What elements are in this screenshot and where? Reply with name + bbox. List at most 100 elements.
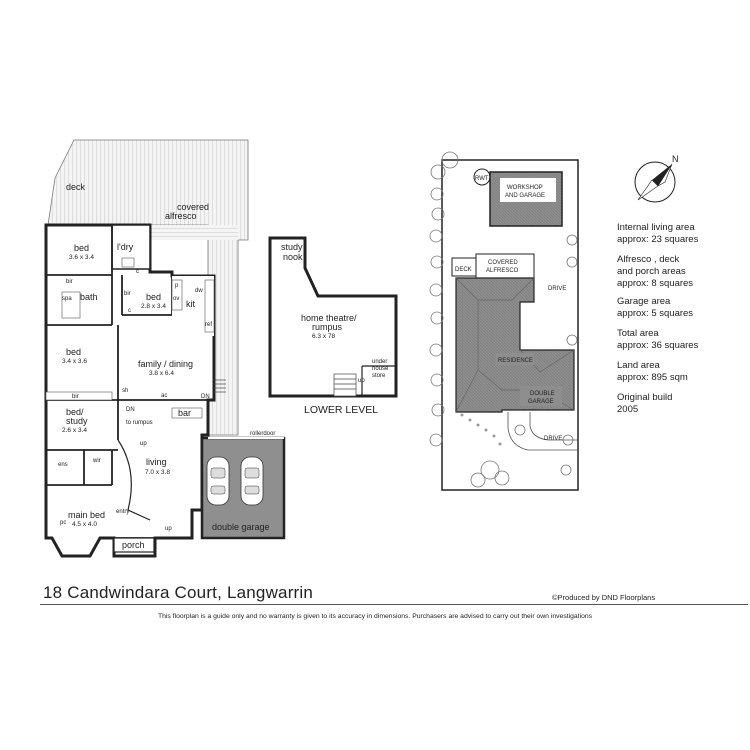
lower-up-label: up bbox=[358, 378, 365, 384]
dn-rumpus-label-1: DN bbox=[126, 407, 135, 413]
store-label-2: house bbox=[372, 366, 389, 372]
ground-floor-plan: deck covered alfresco l'dry bbox=[44, 139, 286, 558]
oven-label: ov bbox=[173, 296, 179, 302]
summary-garage-value: approx: 5 squares bbox=[617, 308, 693, 319]
site-deck-label: DECK bbox=[455, 267, 472, 273]
north-label: N bbox=[672, 154, 679, 164]
lower-level-plan: study nook home theatre/ rumpus 6.3 x 78… bbox=[268, 236, 398, 416]
ac-label: ac bbox=[161, 393, 167, 399]
deck-area bbox=[47, 139, 249, 436]
summary-alfresco-value: approx: 8 squares bbox=[617, 278, 693, 289]
bed-study-label-1: bed/ bbox=[66, 407, 84, 417]
summary-land-value: approx: 895 sqm bbox=[617, 372, 688, 383]
floorplan-drawing: deck covered alfresco l'dry bbox=[44, 139, 699, 558]
site-alfresco-label-1: COVERED bbox=[488, 260, 518, 266]
summary-total-value: approx: 36 squares bbox=[617, 340, 699, 351]
car-icon-left bbox=[206, 456, 230, 506]
bed2-label: bed bbox=[146, 292, 161, 302]
summary-land-label: Land area bbox=[617, 360, 661, 371]
living-curved-wall bbox=[117, 439, 151, 521]
rwt-label: RWT bbox=[475, 176, 489, 182]
spa-label: spa bbox=[62, 296, 72, 302]
credit-line: ©Produced by DND Floorplans bbox=[552, 593, 655, 602]
bed2-dimensions: 2.8 x 3.4 bbox=[141, 303, 166, 310]
credit-text: Produced by DND Floorplans bbox=[557, 593, 656, 602]
porch-label: porch bbox=[122, 540, 145, 550]
garage-label: double garage bbox=[212, 522, 270, 532]
laundry-trough bbox=[121, 257, 135, 268]
bath-label: bath bbox=[80, 292, 98, 302]
dishwasher-label: dw bbox=[195, 288, 203, 294]
bed1-bir-label: bir bbox=[66, 279, 73, 285]
summary-build-value: 2005 bbox=[617, 404, 638, 415]
drive-top-label: DRIVE bbox=[548, 286, 566, 292]
summary-alfresco-label-2: and porch areas bbox=[617, 266, 686, 277]
family-dining-dimensions: 3.8 x 6.4 bbox=[149, 370, 174, 377]
garden-path bbox=[460, 413, 502, 446]
store-label-1: under bbox=[372, 359, 387, 365]
fridge-label: ref bbox=[205, 322, 212, 328]
rollerdoor-label: rollerdoor bbox=[250, 431, 275, 437]
bed3-dimensions: 3.4 x 3.6 bbox=[62, 358, 87, 365]
kitchen-label: kit bbox=[186, 299, 195, 309]
summary-living-label: Internal living area bbox=[617, 222, 695, 233]
summary-alfresco-label: Alfresco , deck bbox=[617, 254, 680, 265]
site-garage-label-1: DOUBLE bbox=[530, 391, 555, 397]
laundry-cupboard-label: c bbox=[136, 269, 139, 275]
study-nook-label-1: study bbox=[281, 242, 303, 252]
main-bed-label: main bed bbox=[68, 510, 105, 520]
laundry-label: l'dry bbox=[117, 242, 134, 252]
site-garage-label-2: GARAGE bbox=[528, 399, 554, 405]
site-alfresco-label-2: ALFRESCO bbox=[486, 268, 519, 274]
pc-label: pc bbox=[60, 520, 66, 526]
alfresco-label-2: alfresco bbox=[165, 211, 197, 221]
car-icon-right bbox=[240, 456, 264, 506]
disclaimer-text: This floorplan is a guide only and no wa… bbox=[157, 613, 593, 620]
up-label: up bbox=[140, 441, 147, 447]
living-label: living bbox=[146, 457, 167, 467]
property-address: 18 Candwindara Court, Langwarrin bbox=[43, 583, 314, 602]
stairs-side bbox=[214, 379, 226, 393]
living-dimensions: 7.0 x 3.8 bbox=[145, 469, 170, 476]
bed2-bir-label: bir bbox=[124, 291, 131, 297]
bar-bench bbox=[171, 407, 203, 419]
bar-label: bar bbox=[178, 408, 191, 418]
bed-study-label-2: study bbox=[66, 416, 88, 426]
bed-study-dimensions: 2.6 x 3.4 bbox=[62, 427, 87, 434]
alfresco-label-1: covered bbox=[177, 202, 209, 212]
dn-label: DN bbox=[201, 394, 210, 400]
main-bed-dimensions: 4.5 x 4.0 bbox=[72, 521, 97, 528]
theatre-dimensions: 6.3 x 78 bbox=[312, 333, 336, 340]
north-arrow-icon bbox=[634, 161, 676, 203]
bed1-label: bed bbox=[74, 243, 89, 253]
summary-build-label: Original build bbox=[617, 392, 672, 403]
copyright-symbol: © bbox=[552, 593, 558, 602]
site-plan: RWT WORKSHOP AND GARAGE DECK COVERED ALF… bbox=[429, 151, 679, 491]
family-dining-label: family / dining bbox=[138, 359, 193, 369]
theatre-label-2: rumpus bbox=[312, 322, 343, 332]
kitchen-bench bbox=[204, 279, 215, 333]
bathroom-bath bbox=[61, 291, 81, 319]
area-summary: Internal living area approx: 23 squares … bbox=[617, 222, 699, 415]
bed1-dimensions: 3.6 x 3.4 bbox=[69, 254, 94, 261]
entry-label: entry bbox=[116, 509, 129, 515]
ensuite-label: ens bbox=[58, 462, 68, 468]
linen-cupboard-label: c bbox=[128, 308, 131, 314]
porch-up-label: up bbox=[165, 526, 172, 532]
pantry-label: p bbox=[175, 283, 179, 289]
store-label-3: store bbox=[372, 373, 386, 379]
tree-line bbox=[429, 151, 578, 488]
site-alfresco bbox=[475, 253, 535, 279]
theatre-label-1: home theatre/ bbox=[301, 313, 357, 323]
lower-level-outline bbox=[268, 236, 398, 398]
lower-stairs bbox=[333, 373, 357, 397]
lower-level-title: LOWER LEVEL bbox=[304, 404, 378, 416]
shelves-label: sh bbox=[122, 388, 128, 394]
alfresco-area bbox=[150, 225, 238, 240]
drive-bottom-label: DRIVE bbox=[544, 436, 562, 442]
summary-total-label: Total area bbox=[617, 328, 659, 339]
residence-label: RESIDENCE bbox=[498, 358, 533, 364]
bed3-robe bbox=[45, 391, 113, 401]
kitchen-pantry bbox=[171, 279, 183, 311]
workshop-label-1: WORKSHOP bbox=[507, 185, 543, 191]
